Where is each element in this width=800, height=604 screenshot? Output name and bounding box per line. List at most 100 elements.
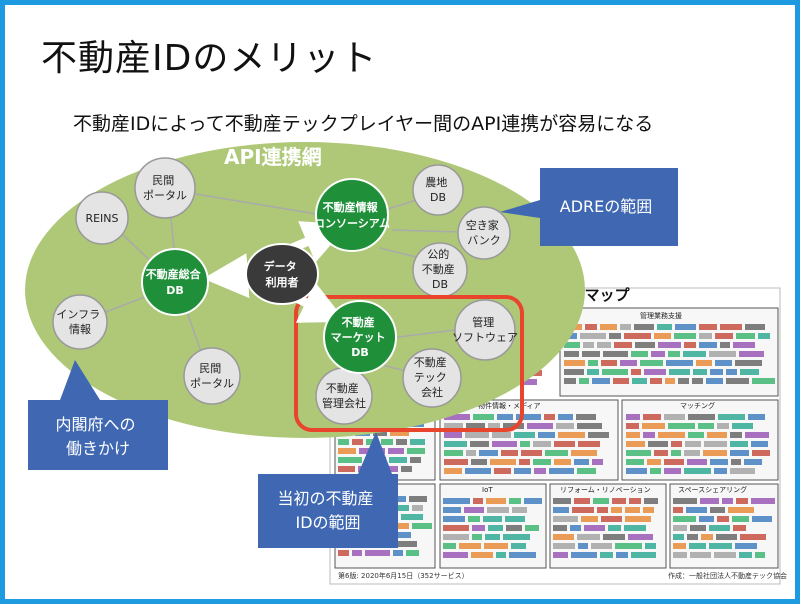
chaos-logo-tile [533, 441, 551, 447]
chaos-logo-tile [631, 552, 656, 558]
chaos-logo-tile [668, 351, 680, 357]
chaos-logo-tile [684, 342, 696, 348]
chaos-logo-tile [752, 378, 775, 384]
node-label: 不動産情報 [323, 200, 379, 214]
chaos-logo-tile [571, 450, 597, 456]
chaos-logo-tile [608, 525, 621, 531]
chaos-logo-tile [625, 507, 640, 513]
api-network-label: API連携網 [224, 145, 322, 169]
chaos-logo-tile [553, 525, 567, 531]
chaos-logo-tile [640, 360, 663, 366]
chaos-logo-tile [665, 378, 675, 384]
chaos-logo-tile [444, 432, 462, 438]
chaos-logo-tile [581, 516, 598, 522]
chaos-logo-tile [579, 378, 589, 384]
chaos-logo-tile [624, 333, 651, 339]
node-label: DB [166, 284, 184, 297]
node-label: ポータル [190, 377, 234, 390]
chaos-logo-tile [487, 507, 509, 513]
chaos-logo-tile [745, 324, 765, 330]
chaos-logo-tile [471, 459, 487, 465]
chaos-logo-tile [731, 459, 741, 465]
chaos-logo-tile [740, 369, 759, 375]
chaos-section-label: 管理業務支援 [640, 311, 682, 320]
chaos-logo-tile [626, 423, 639, 429]
node-label: REINS [85, 212, 118, 225]
chaos-logo-tile [444, 468, 462, 474]
chaos-logo-tile [736, 498, 748, 504]
svg-text:農地 DB: 農地 DB [425, 175, 451, 204]
chaos-logo-tile [553, 498, 571, 504]
chaos-logo-tile [611, 507, 622, 513]
chaos-logo-tile [443, 516, 465, 522]
chaos-logo-tile [685, 441, 701, 447]
chaos-logo-tile [698, 423, 714, 429]
chaos-logo-tile [658, 342, 681, 348]
node-label: マーケット [331, 331, 386, 344]
chaos-logo-tile [758, 333, 770, 339]
node-label: 管理 [472, 315, 494, 329]
node-label: コンソーシアム [314, 217, 390, 230]
chaos-logo-tile [690, 552, 711, 558]
chaos-logo-tile [553, 534, 574, 540]
chaos-logo-tile [642, 423, 665, 429]
chaos-logo-tile [472, 525, 485, 531]
chaos-logo-tile [736, 333, 755, 339]
chaos-logo-tile [459, 543, 481, 549]
chaos-logo-tile [585, 324, 597, 330]
chaos-logo-tile [511, 543, 526, 549]
chaos-logo-tile [654, 333, 671, 339]
chaos-logo-tile [525, 525, 539, 531]
chaos-logo-tile [710, 459, 728, 465]
chaos-logo-tile [717, 423, 729, 429]
grey-node-akiya-bank: 空き家 バンク [457, 206, 511, 260]
chaos-logo-tile [735, 543, 757, 549]
chaos-logo-tile [720, 324, 742, 330]
chaos-logo-tile [643, 414, 661, 420]
chaos-logo-tile [732, 516, 749, 522]
chaos-logo-tile [693, 369, 707, 375]
node-label: 民間 [152, 174, 174, 187]
chaos-logo-tile [588, 360, 598, 366]
chaos-logo-tile [338, 448, 356, 454]
chaos-logo-tile [657, 324, 672, 330]
chaos-logo-tile [684, 468, 711, 474]
chaos-logo-tile [631, 351, 648, 357]
grey-node-kanri-kaisha: 不動産 管理会社 [315, 367, 373, 425]
chaos-logo-tile [524, 498, 542, 504]
chaos-logo-tile [591, 543, 612, 549]
chaos-logo-tile [692, 378, 703, 384]
chaos-logo-tile [576, 414, 596, 420]
chaos-logo-tile [338, 457, 362, 463]
chaos-logo-tile [582, 351, 600, 357]
chaos-logo-tile [626, 441, 645, 447]
chaos-logo-tile [620, 360, 637, 366]
chaos-logo-tile [678, 378, 689, 384]
chaos-logo-tile [564, 351, 579, 357]
chaos-logo-tile [373, 430, 387, 436]
node-label: 不動産総合 [146, 267, 202, 281]
chaos-logo-tile [675, 324, 696, 330]
chaos-logo-tile [564, 360, 585, 366]
chaos-logo-tile [626, 468, 647, 474]
chaos-logo-tile [553, 543, 575, 549]
chaos-logo-tile [564, 342, 580, 348]
node-label: 公的 [427, 247, 449, 261]
chaos-logo-tile [533, 459, 551, 465]
chaos-logo-tile [613, 378, 629, 384]
chaos-logo-tile [684, 450, 700, 456]
chaos-logo-tile [620, 324, 631, 330]
node-label: 管理会社 [322, 396, 366, 410]
chaos-logo-tile [690, 525, 706, 531]
chaos-logo-tile [538, 432, 555, 438]
chaos-logo-tile [592, 459, 603, 465]
chaos-logo-tile [444, 441, 467, 447]
chaos-logo-tile [553, 516, 578, 522]
chaos-logo-tile [470, 441, 489, 447]
chaos-logo-tile [715, 360, 732, 366]
chaos-logo-tile [412, 523, 432, 529]
chaos-logo-tile [479, 450, 498, 456]
chaos-logo-tile [588, 432, 609, 438]
chaos-logo-tile [704, 441, 727, 447]
